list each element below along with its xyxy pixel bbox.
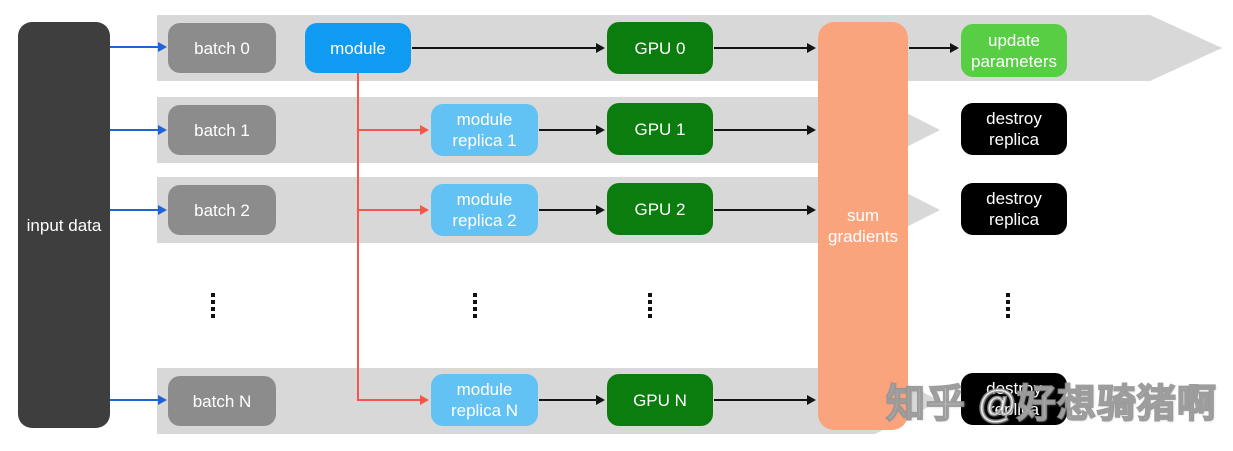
arrow-module-to-replica-2: [357, 208, 420, 212]
watermark: 知乎 @好想骑猪啊: [885, 382, 1217, 427]
module-box: module: [305, 23, 411, 73]
arrow-replica-n-to-gpu-n: [539, 398, 596, 402]
ellipsis-replicas: [473, 293, 477, 318]
arrow-input-to-batch-1: [110, 128, 158, 132]
module-replica-2-box: module replica 2: [431, 184, 538, 236]
batch-1-box: batch 1: [168, 105, 276, 155]
destroy-replica-n-box: destroy replica: [961, 373, 1067, 425]
batch-n-box: batch N: [168, 376, 276, 426]
arrow-replica-1-to-gpu-1: [539, 128, 596, 132]
arrow-gpu-n-to-sum: [714, 398, 807, 402]
arrow-sum-to-update: [909, 46, 950, 50]
gpu-2-box: GPU 2: [607, 183, 713, 235]
arrow-input-to-batch-n: [110, 398, 158, 402]
batch-2-box: batch 2: [168, 185, 276, 235]
sum-gradients-box: sum gradients: [818, 22, 908, 430]
destroy-replica-2-box: destroy replica: [961, 183, 1067, 235]
ellipsis-gpus: [648, 293, 652, 318]
module-replica-1-box: module replica 1: [431, 104, 538, 156]
arrow-module-to-replica-n: [357, 398, 420, 402]
arrow-replica-2-to-gpu-2: [539, 208, 596, 212]
gpu-0-box: GPU 0: [607, 22, 713, 74]
arrow-input-to-batch-2: [110, 208, 158, 212]
arrow-gpu-1-to-sum: [714, 128, 807, 132]
gpu-n-box: GPU N: [607, 374, 713, 426]
arrow-input-to-batch-0: [110, 45, 158, 49]
arrow-gpu-0-to-sum: [714, 46, 807, 50]
arrow-module-to-replica-1: [357, 128, 420, 132]
arrow-module-to-gpu-0: [412, 46, 596, 50]
update-parameters-box: update parameters: [961, 24, 1067, 77]
gpu-1-box: GPU 1: [607, 103, 713, 155]
arrow-gpu-2-to-sum: [714, 208, 807, 212]
ellipsis-batches: [211, 293, 215, 318]
module-replication-line: [356, 73, 360, 400]
batch-0-box: batch 0: [168, 23, 276, 73]
ellipsis-results: [1006, 293, 1010, 318]
module-replica-n-box: module replica N: [431, 374, 538, 426]
input-data-box: input data: [18, 22, 110, 428]
destroy-replica-1-box: destroy replica: [961, 103, 1067, 155]
